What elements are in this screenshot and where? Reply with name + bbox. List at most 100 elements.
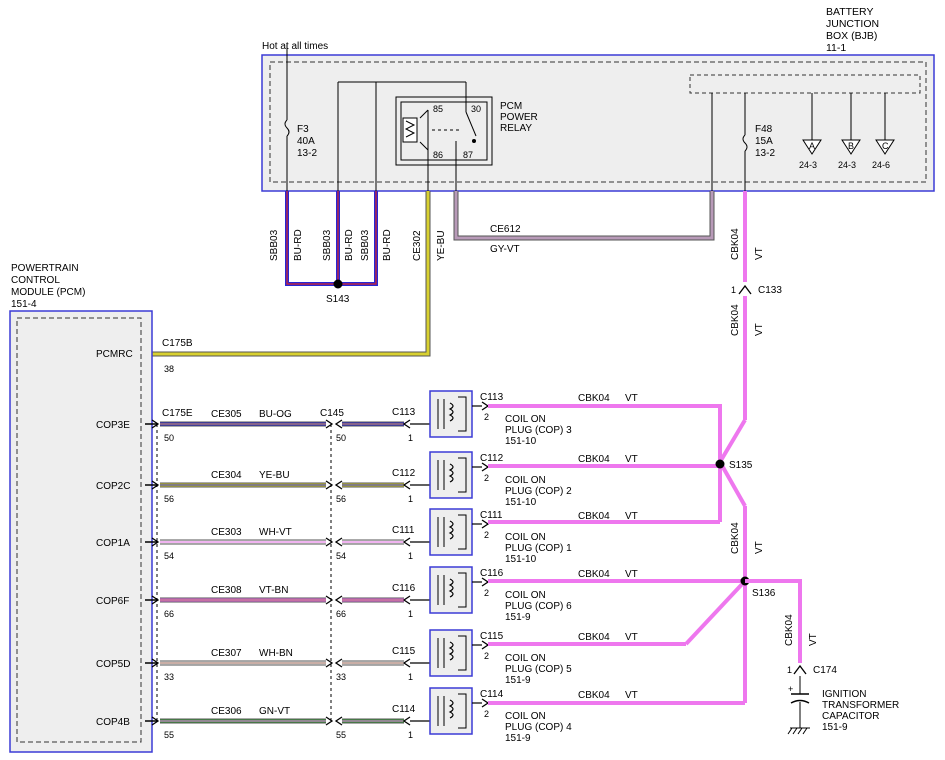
pcm-pin-cop1a: COP1A <box>96 538 130 549</box>
bjb-name-line2: JUNCTION <box>826 18 879 30</box>
pcm-pin-number: 55 <box>164 730 174 740</box>
ground-a-ref: 24-3 <box>799 160 817 170</box>
connector-c175e-arrow-icon <box>151 658 160 668</box>
coil-winding-icon <box>448 641 454 661</box>
c145-pin-number: 56 <box>336 494 346 504</box>
output-wire-id: CBK04 <box>578 511 610 522</box>
connector-c145-arrow-icon <box>325 595 334 605</box>
label-cbk04-lower: CBK04 <box>730 522 741 554</box>
wire-circuit-id: CE306 <box>211 706 242 717</box>
label-bu-rd-2: BU-RD <box>344 229 355 261</box>
label-ce612: CE612 <box>490 224 521 235</box>
ground-a-icon <box>802 139 822 155</box>
capacitor-plus-icon: + <box>788 684 793 694</box>
cop-connector-id: C115 <box>392 646 416 657</box>
ground-b-letter: B <box>848 141 854 151</box>
coil-output-icon <box>458 514 467 550</box>
connector-c175e-arrow-icon <box>151 537 160 547</box>
cop-output-connector-id: C113 <box>480 392 504 403</box>
output-wire-color: VT <box>625 454 638 465</box>
coil-output-icon <box>458 693 467 729</box>
label-sbb03-2: SBB03 <box>322 229 333 261</box>
bjb-inner-dashed <box>269 61 927 183</box>
cop-name-line2: PLUG (COP) 1 <box>505 543 572 554</box>
cop-name-line2: PLUG (COP) 3 <box>505 425 572 436</box>
pcm-pin-cop5d: COP5D <box>96 659 130 670</box>
bjb-name-line3: BOX (BJB) <box>826 30 877 42</box>
powertrain-control-module: POWERTRAIN CONTROL MODULE (PCM) 151-4 PC… <box>9 263 153 753</box>
relay-contact <box>472 139 476 143</box>
fuse-f3-rating: 40A <box>297 136 315 147</box>
wire-color-code: GN-VT <box>259 706 290 717</box>
cop-connector-id: C116 <box>392 583 416 594</box>
cop-name-line2: PLUG (COP) 6 <box>505 601 572 612</box>
coil-winding-icon <box>448 578 454 598</box>
pcm-name-line1: POWERTRAIN <box>11 263 79 274</box>
connector-c145-arrow-icon <box>325 658 334 668</box>
connector-c145-arrow-icon <box>334 480 343 490</box>
coil-core-icon <box>437 575 445 605</box>
cop-output-pin-number: 2 <box>484 473 489 483</box>
wire-color-code: BU-OG <box>259 409 292 420</box>
output-wire-id: CBK04 <box>578 393 610 404</box>
coil-winding-icon <box>448 402 454 422</box>
wire-circuit-id: CE307 <box>211 648 242 659</box>
cop-output-pin-number: 2 <box>484 588 489 598</box>
bjb-ref: 11-1 <box>826 42 846 54</box>
pcm-name-line3: MODULE (PCM) <box>11 287 85 298</box>
c145-pin-number: 54 <box>336 551 346 561</box>
pcm-pin-cop4b: COP4B <box>96 717 130 728</box>
ground-c: C 24-6 <box>872 93 895 170</box>
wire-gy-vt-fill <box>454 191 714 240</box>
output-wire-color: VT <box>625 690 638 701</box>
cop-output-connector-id: C114 <box>480 689 504 700</box>
coil-on-plug-block <box>429 390 473 438</box>
cop-name-line1: COIL ON <box>505 590 546 601</box>
coil-core-icon <box>437 460 445 490</box>
cop-name-line1: COIL ON <box>505 711 546 722</box>
connector-c175e-arrow-icon <box>151 480 160 490</box>
cop-name-line1: COIL ON <box>505 414 546 425</box>
connector-c145-arrow-icon <box>325 716 334 726</box>
relay-pin30: 30 <box>471 104 481 114</box>
connector-c175b: C175B <box>162 338 193 349</box>
cop-name-line2: PLUG (COP) 2 <box>505 486 572 497</box>
connector-cop-arrow-icon <box>402 658 411 668</box>
connector-c174-icon <box>793 664 807 675</box>
fuse-f48-ref: 13-2 <box>755 148 775 159</box>
pcm-pin-pcmrc: PCMRC <box>96 349 133 360</box>
cop-name-line1: COIL ON <box>505 532 546 543</box>
cop-output-pin-number: 2 <box>484 530 489 540</box>
cop-ref: 151-10 <box>505 554 537 565</box>
connector-c145-arrow-icon <box>334 716 343 726</box>
capacitor-name-line3: CAPACITOR <box>822 711 879 722</box>
label-gy-vt: GY-VT <box>490 244 520 255</box>
output-wire-id: CBK04 <box>578 454 610 465</box>
coil-output-icon <box>458 635 467 671</box>
cop-ref: 151-9 <box>505 612 531 623</box>
connector-c175b-pin: 38 <box>164 364 174 374</box>
wire-color-code: WH-VT <box>259 527 292 538</box>
wire-circuit-id: CE308 <box>211 585 242 596</box>
relay-name-line1: PCM <box>500 101 522 112</box>
vt-bus-to-capacitor <box>745 579 802 663</box>
coil-output-icon <box>458 396 467 432</box>
cop-pin-number: 1 <box>408 494 413 504</box>
cop-ref: 151-9 <box>505 733 531 744</box>
c145-pin-number: 33 <box>336 672 346 682</box>
pcm-outline <box>9 310 153 753</box>
relay-name-line3: RELAY <box>500 123 532 134</box>
relay-inner <box>400 101 488 161</box>
c145-pin-number: 55 <box>336 730 346 740</box>
cop-connector-id: C112 <box>392 468 416 479</box>
fuse-f3-icon <box>284 119 290 137</box>
connector-cop-arrow-icon <box>402 716 411 726</box>
bjb-outline <box>261 54 935 192</box>
cop-output-connector-id: C115 <box>480 631 504 642</box>
coil-winding-icon <box>448 699 454 719</box>
wire-color-code: VT-BN <box>259 585 288 596</box>
capacitor-plate-bottom <box>790 699 810 704</box>
